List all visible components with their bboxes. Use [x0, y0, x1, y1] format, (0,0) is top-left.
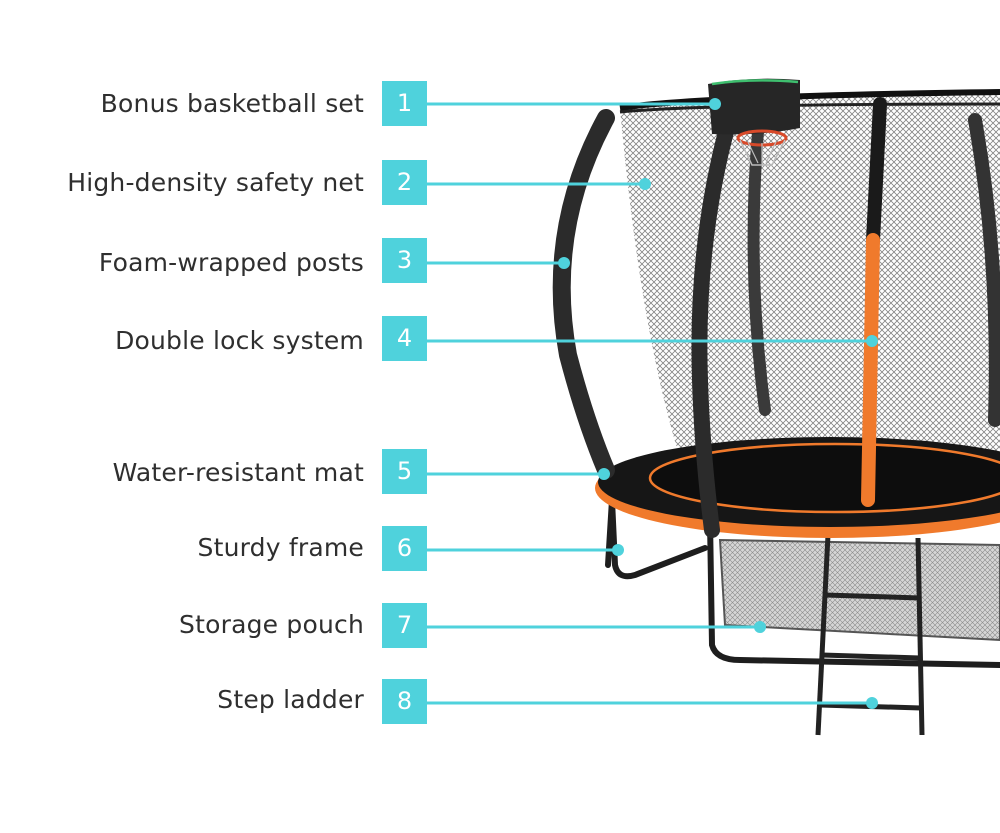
- connector-dot-3: [558, 257, 570, 269]
- callout-badge-8: 8: [382, 679, 427, 724]
- callout-badge-1: 1: [382, 81, 427, 126]
- callout-label-5: Water-resistant mat: [112, 458, 364, 487]
- callout-label-3: Foam-wrapped posts: [98, 248, 364, 277]
- connector-dot-1: [709, 98, 721, 110]
- foam-posts: [552, 92, 1000, 538]
- callout-badge-5: 5: [382, 449, 427, 494]
- callout-label-7: Storage pouch: [179, 610, 364, 639]
- sturdy-frame: [605, 497, 1000, 668]
- callout-label-8: Step ladder: [217, 685, 364, 714]
- connector-dot-5: [598, 468, 610, 480]
- callout-badge-3: 3: [382, 238, 427, 283]
- callout-label-4: Double lock system: [115, 326, 364, 355]
- callout-connectors: [427, 98, 878, 709]
- connector-dot-4: [866, 335, 878, 347]
- callout-label-2: High-density safety net: [67, 168, 364, 197]
- jump-mat: [595, 437, 1000, 538]
- callout-badge-4: 4: [382, 316, 427, 361]
- connector-dot-8: [866, 697, 878, 709]
- callout-label-6: Sturdy frame: [197, 533, 364, 562]
- callout-badge-2: 2: [382, 160, 427, 205]
- basketball-hoop: [708, 78, 800, 166]
- callout-badge-7: 7: [382, 603, 427, 648]
- connector-dot-2: [639, 178, 651, 190]
- callout-badge-6: 6: [382, 526, 427, 571]
- connector-dot-7: [754, 621, 766, 633]
- storage-pouch: [718, 538, 1000, 642]
- connector-dot-6: [612, 544, 624, 556]
- callout-label-1: Bonus basketball set: [100, 89, 364, 118]
